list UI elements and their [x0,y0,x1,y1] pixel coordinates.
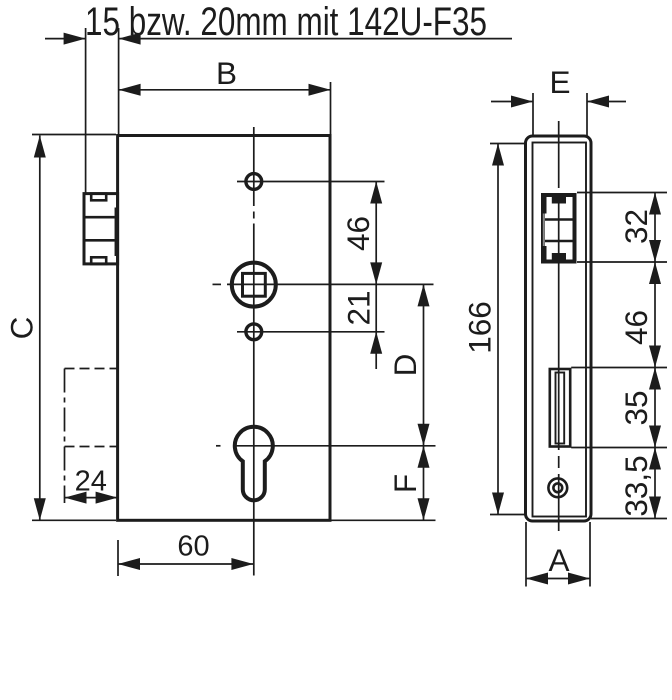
svg-text:F: F [387,474,423,493]
svg-text:24: 24 [75,466,107,498]
svg-text:21: 21 [340,290,376,325]
svg-text:15 bzw. 20mm mit 142U-F35: 15 bzw. 20mm mit 142U-F35 [85,0,487,44]
svg-text:32: 32 [618,209,654,244]
svg-text:35: 35 [618,390,654,425]
svg-text:A: A [548,542,569,578]
svg-text:46: 46 [618,310,654,345]
svg-text:33,5: 33,5 [618,455,654,516]
svg-text:B: B [216,55,237,91]
svg-text:C: C [3,317,39,340]
svg-text:166: 166 [461,301,497,354]
svg-text:E: E [549,64,570,100]
svg-text:D: D [387,354,423,377]
svg-text:46: 46 [340,216,376,251]
svg-text:60: 60 [177,531,209,563]
